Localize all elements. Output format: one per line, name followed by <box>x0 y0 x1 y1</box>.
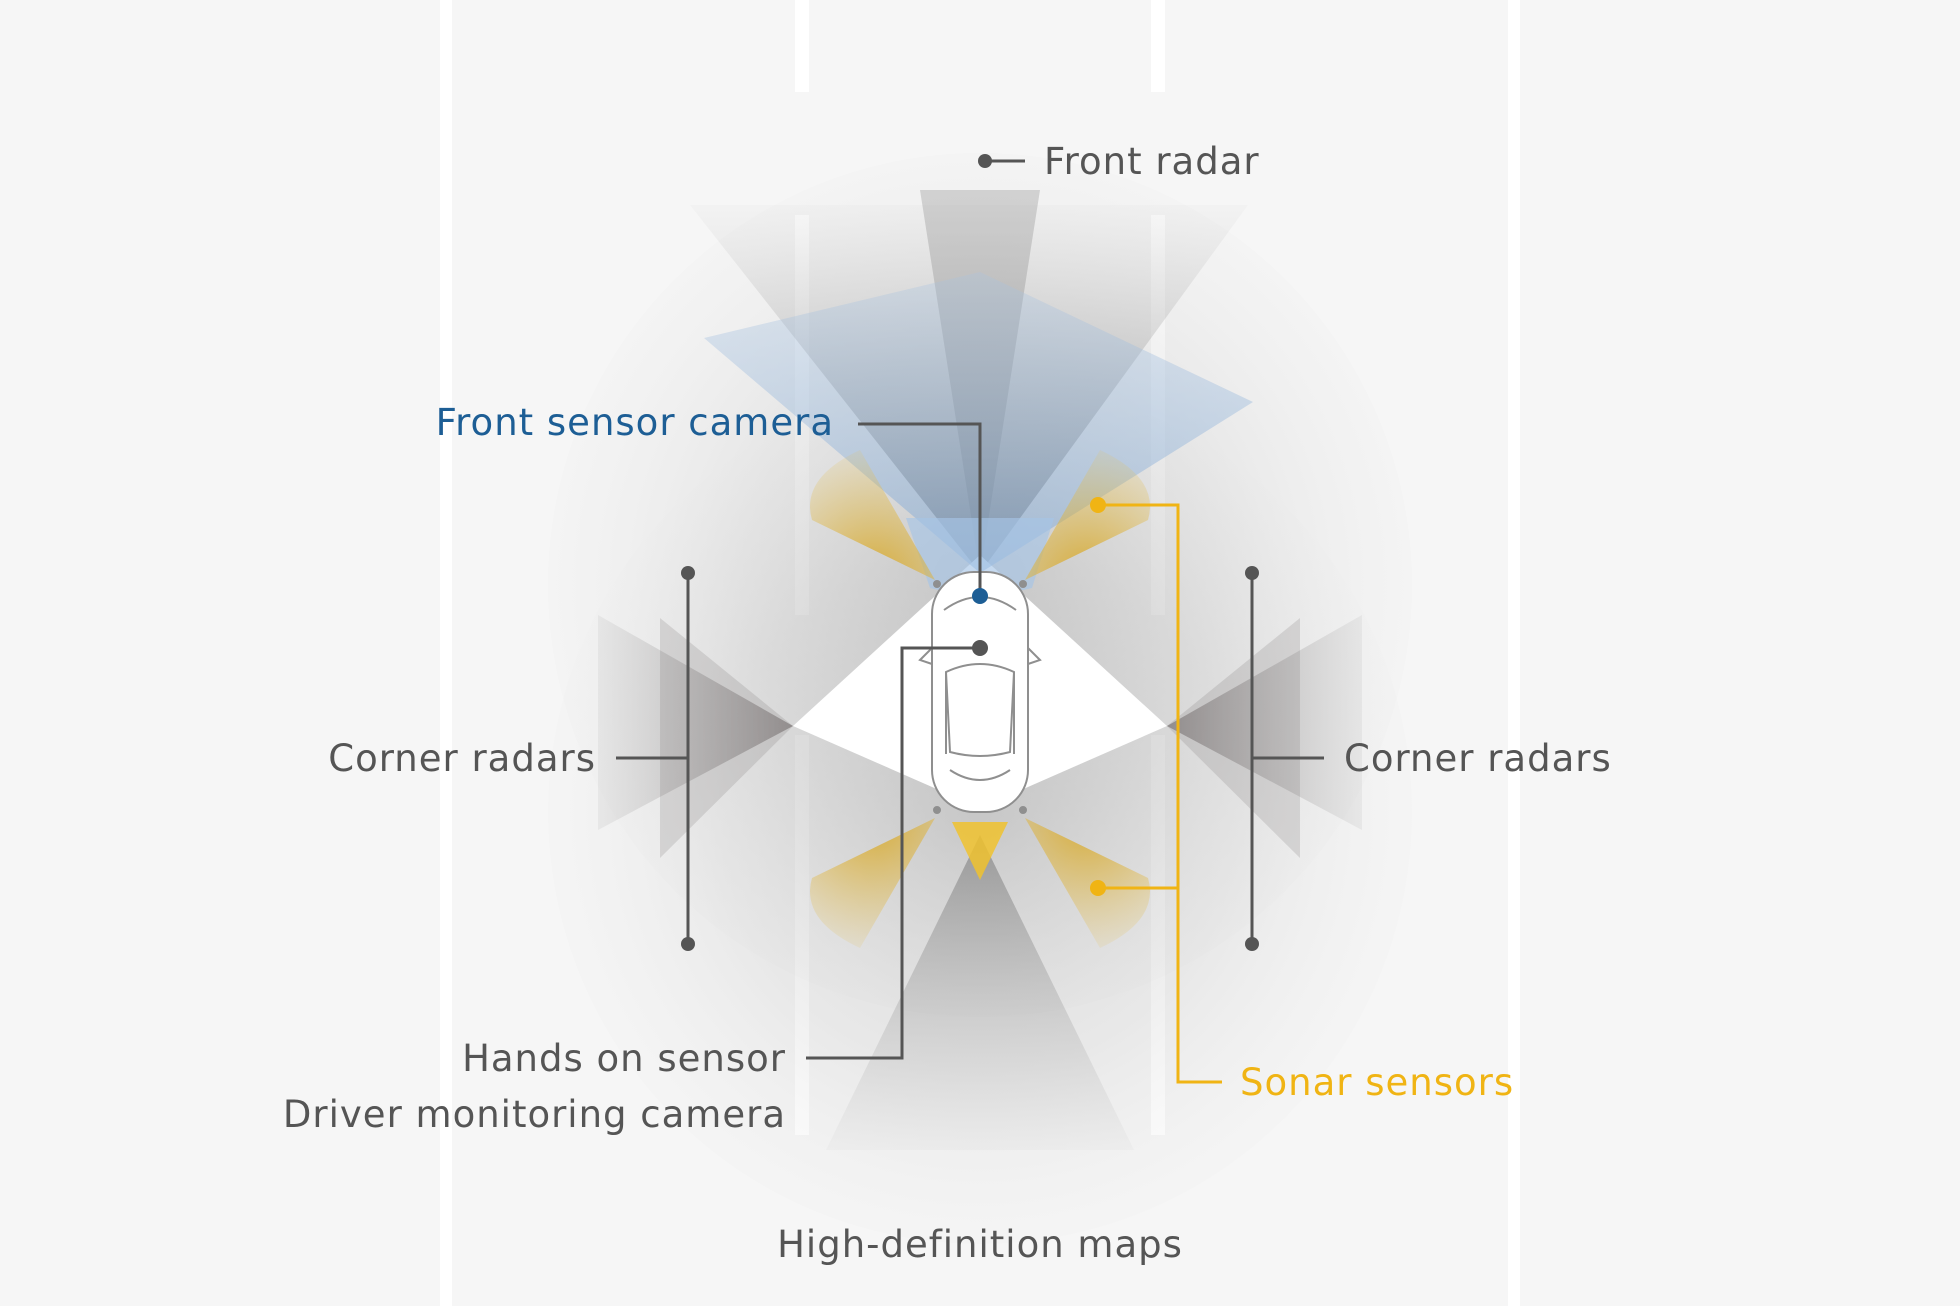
hands-on-leader <box>806 646 980 1060</box>
hd-maps-label: High-definition maps <box>777 1223 1183 1266</box>
sonar-dot-front <box>1090 497 1106 513</box>
front-camera-dot <box>972 588 988 604</box>
hands-on-sensor-label: Hands on sensor <box>462 1037 786 1080</box>
corner-radar-right-core <box>1167 618 1300 858</box>
corner-right-dot-top <box>1245 566 1259 580</box>
sonar-dot-rear <box>1090 880 1106 896</box>
corner-right-dot-bottom <box>1245 937 1259 951</box>
corner-radars-left-label: Corner radars <box>328 737 596 780</box>
sonar-lobe-rear-right <box>1025 818 1150 948</box>
sonar-lobe-front-left <box>810 450 935 580</box>
sonar-lobe-front-right <box>1025 450 1150 580</box>
front-radar-label: Front radar <box>1044 140 1260 183</box>
car-top-view-icon <box>918 571 1042 814</box>
sonar-leader-front <box>1098 503 1222 1084</box>
sonar-sensors-label: Sonar sensors <box>1240 1061 1515 1104</box>
corner-radars-right-label: Corner radars <box>1344 737 1612 780</box>
front-camera-label: Front sensor camera <box>435 401 834 444</box>
front-camera-leader <box>858 422 982 596</box>
rear-sonar-center <box>952 822 1008 880</box>
front-radar-dot <box>978 154 992 168</box>
driver-monitoring-camera-label: Driver monitoring camera <box>282 1093 786 1136</box>
sonar-lobe-rear-left <box>810 818 935 948</box>
corner-radar-right-cone <box>1167 615 1362 830</box>
corner-left-dot-bottom <box>681 937 695 951</box>
corner-left-dot-top <box>681 566 695 580</box>
hands-on-dot <box>972 640 988 656</box>
rear-radar-cone <box>826 835 1134 1150</box>
corner-radar-left-core <box>660 618 793 858</box>
corner-radar-left-cone <box>598 615 793 830</box>
